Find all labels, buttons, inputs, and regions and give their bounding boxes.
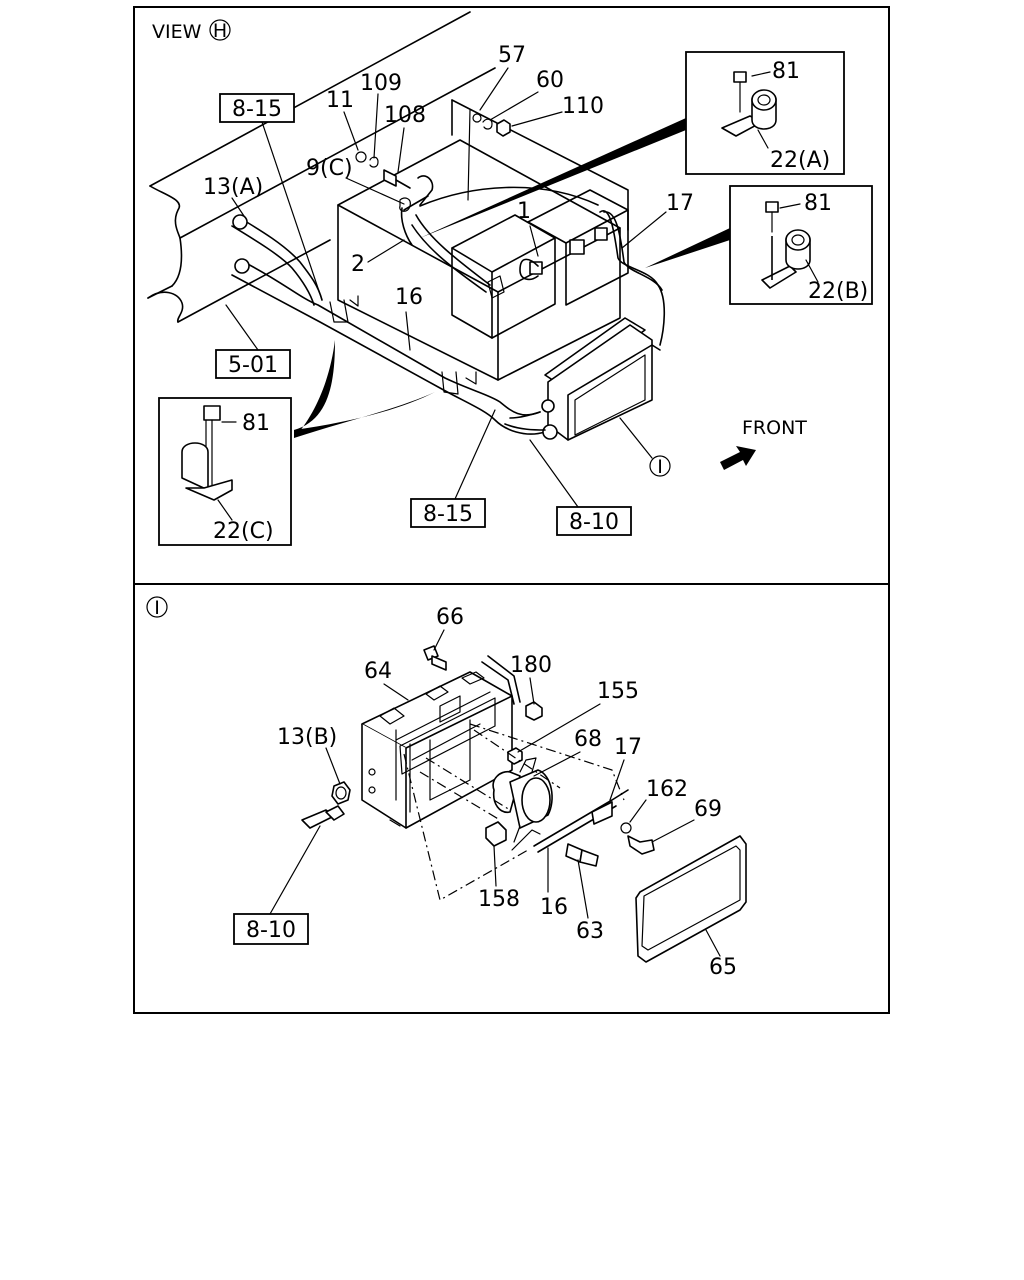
ref-box-8-15-top: 8-15 xyxy=(219,93,323,301)
inset-clamp-b xyxy=(729,185,873,305)
battery-terminals xyxy=(487,227,608,299)
grommet-13b xyxy=(331,781,351,805)
front-arrow-icon xyxy=(720,446,756,470)
svg-text:8-15: 8-15 xyxy=(232,97,282,122)
inset-a-bolt: 81 xyxy=(772,59,800,84)
part-number-16: 16 xyxy=(395,285,423,310)
cover-65 xyxy=(635,835,747,963)
ref-box-8-10-top: 8-10 xyxy=(529,439,632,536)
pointer-b xyxy=(645,228,730,268)
detail-marker-lower: I xyxy=(154,597,160,619)
part-number-109: 109 xyxy=(360,71,402,96)
part-number-1: 1 xyxy=(517,199,531,224)
connector-plug xyxy=(301,805,345,829)
cable-bracket xyxy=(481,655,521,705)
part-number-57: 57 xyxy=(498,43,526,68)
assembly-lines xyxy=(403,723,625,901)
detail-marker-upper: I xyxy=(657,456,663,478)
detail-marker-leader xyxy=(619,417,653,459)
screw-66 xyxy=(423,645,447,671)
inset-a-clamp: 22(A) xyxy=(770,148,830,173)
part-number-63: 63 xyxy=(576,919,604,944)
bolt-63 xyxy=(565,843,599,867)
part-number-162: 162 xyxy=(646,777,688,802)
inset-c-bolt: 81 xyxy=(242,411,270,436)
view-title-text: VIEW xyxy=(152,21,202,43)
battery-1 xyxy=(451,214,556,339)
svg-text:8-10: 8-10 xyxy=(246,918,296,943)
pointer-a xyxy=(420,118,686,238)
part-number-9c: 9(C) xyxy=(306,156,353,181)
part-number-16: 16 xyxy=(540,895,568,920)
pointer-c2 xyxy=(294,392,435,438)
ref-box-5-01: 5-01 xyxy=(215,304,291,379)
detail-marker-circle-lower xyxy=(146,596,168,618)
part-number-180: 180 xyxy=(510,653,552,678)
part-number-69: 69 xyxy=(694,797,722,822)
part-number-108: 108 xyxy=(384,103,426,128)
inset-clamp-a xyxy=(685,51,845,175)
lower-part-labels: 66 64 180 155 68 17 13(B) 162 69 158 16 … xyxy=(277,605,737,980)
inset-c-clamp: 22(C) xyxy=(213,519,274,544)
controller-box-64 xyxy=(361,671,513,829)
ref-box-8-15-bottom: 8-15 xyxy=(410,409,496,528)
part-number-64: 64 xyxy=(364,659,392,684)
part-number-17: 17 xyxy=(666,191,694,216)
svg-text:5-01: 5-01 xyxy=(228,353,278,378)
inset-b-bolt: 81 xyxy=(804,191,832,216)
part-number-158: 158 xyxy=(478,887,520,912)
part-number-60: 60 xyxy=(536,68,564,93)
part-number-110: 110 xyxy=(562,94,604,119)
part-number-13b: 13(B) xyxy=(277,725,337,750)
detail-marker-circle xyxy=(649,455,671,477)
part-number-2: 2 xyxy=(351,252,365,277)
part-number-65: 65 xyxy=(709,955,737,980)
part-number-155: 155 xyxy=(597,679,639,704)
relay-68 xyxy=(492,757,553,851)
part-number-66: 66 xyxy=(436,605,464,630)
part-number-13a: 13(A) xyxy=(203,175,263,200)
part-number-17: 17 xyxy=(614,735,642,760)
upper-part-labels: 57 60 110 109 11 108 9(C) 13(A) 1 2 16 1… xyxy=(203,43,694,351)
nut-180 xyxy=(525,701,543,721)
ref-box-8-10-lower: 8-10 xyxy=(233,825,321,945)
terminal-hardware xyxy=(355,113,511,212)
part-number-11: 11 xyxy=(326,88,354,113)
svg-text:8-10: 8-10 xyxy=(569,510,619,535)
frame-rail xyxy=(147,11,496,323)
bolt-69 xyxy=(627,835,655,855)
part-number-68: 68 xyxy=(574,727,602,752)
inset-clamp-c xyxy=(158,397,292,546)
controller-unit xyxy=(504,317,661,441)
svg-text:8-15: 8-15 xyxy=(423,502,473,527)
front-label: FRONT xyxy=(742,417,807,439)
battery-2 xyxy=(527,189,629,306)
diagram-frame xyxy=(133,6,890,1014)
pointer-c1 xyxy=(294,340,335,438)
battery-cables xyxy=(400,186,666,346)
inset-b-clamp: 22(B) xyxy=(808,279,868,304)
terminal-158 xyxy=(485,821,507,847)
view-title: VIEW H xyxy=(152,19,231,43)
cable-16-17 xyxy=(533,789,632,853)
view-marker: H xyxy=(213,20,227,42)
cable-16 xyxy=(231,214,546,435)
